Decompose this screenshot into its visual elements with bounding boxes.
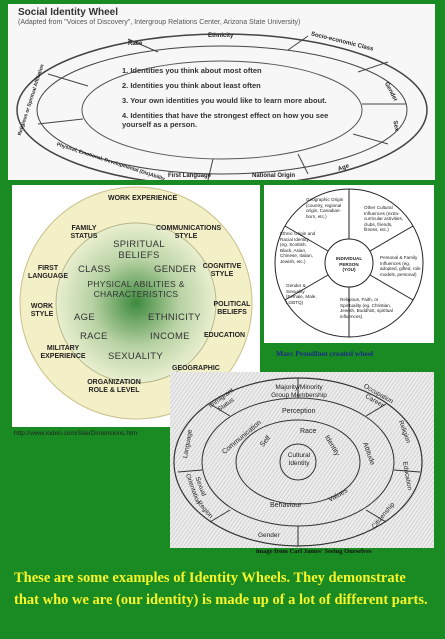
label-first-language: FIRST LANGUAGE	[27, 265, 69, 280]
inner-gender: GENDER	[154, 264, 197, 275]
segment-religion: Religious, Faith, or Spirituality (eg. C…	[340, 297, 393, 319]
carl-james-wheel-panel: Majority/Minority Group Membership Occup…	[170, 372, 434, 548]
outer-gender: Gender	[258, 532, 280, 539]
proudfoot-center: INDIVIDUAL PERSON (YOU)	[335, 256, 363, 273]
inner-race: RACE	[80, 331, 108, 342]
label-political-beliefs: POLITICAL BELIEFS	[213, 301, 251, 316]
outer-majority-minority: Majority/Minority Group Membership	[271, 384, 327, 399]
segment-ethnic-origin: Ethnic Origin and Racial Identity (eg. S…	[280, 231, 316, 264]
identity-prompt: 3. Your own identities you would like to…	[122, 96, 327, 105]
label-education: EDUCATION	[204, 332, 246, 339]
label-organization-role: ORGANIZATION ROLE & LEVEL	[87, 379, 141, 394]
ring-label-sex: Sex	[391, 120, 400, 132]
center-cultural-identity: Cultural Identity	[287, 452, 311, 467]
label-military-experience: MILITARY EXPERIENCE	[40, 345, 86, 360]
segment-gender-sexuality: Gender & Sexuality (Female, Male, LGBTQ)	[286, 283, 317, 305]
proudfoot-caption: Marc Proudfoot created wheel	[276, 349, 374, 358]
ring-label-ethnicity: Ethnicity	[208, 33, 234, 39]
loden-wheel-graphic	[19, 186, 253, 420]
social-identity-wheel-panel: Social Identity Wheel (Adapted from "Voi…	[8, 4, 435, 180]
identity-prompts-list: 1. Identities you think about most often…	[122, 66, 352, 135]
middle-race: Race	[300, 428, 317, 435]
inner-age: AGE	[74, 312, 95, 323]
inner-physical-abilities: PHYSICAL ABILITIES & CHARACTERISTICS	[87, 279, 185, 299]
middle-behaviour: Behaviour	[270, 502, 302, 509]
inner-class: CLASS	[78, 264, 111, 275]
social-identity-wheel-graphic	[16, 33, 428, 180]
loden-dimensions-wheel-panel: WORK EXPERIENCE FAMILY STATUS COMMUNICAT…	[12, 185, 260, 427]
segment-personal-family: Personal & Family Influences (eg. adopte…	[380, 255, 421, 277]
carl-james-wheel-graphic	[170, 372, 434, 548]
inner-sexuality: SEXUALITY	[108, 351, 163, 362]
label-geographic: GEOGRAPHIC	[172, 365, 220, 372]
identity-prompt: 2. Identities you think about least ofte…	[122, 81, 261, 90]
inner-income: INCOME	[150, 331, 190, 342]
wheel-title: Social Identity Wheel	[18, 7, 119, 18]
ring-label-national-origin: National Origin	[252, 173, 296, 179]
middle-perception: Perception	[282, 408, 316, 415]
label-communications-style: COMMUNICATIONS STYLE	[156, 225, 222, 240]
ring-label-first-language: First Language	[168, 173, 212, 179]
label-family-status: FAMILY STATUS	[70, 225, 98, 240]
segment-other-cultural: Other Cultural Influences (extra-curricu…	[364, 205, 404, 233]
inner-spiritual-beliefs: SPIRITUAL BELIEFS	[113, 239, 165, 261]
proudfoot-wheel-panel: INDIVIDUAL PERSON (YOU) Geographic Origi…	[264, 185, 434, 343]
label-work-experience: WORK EXPERIENCE	[108, 195, 178, 202]
label-work-style: WORK STYLE	[30, 303, 54, 318]
wheel-subtitle: (Adapted from "Voices of Discovery", Int…	[18, 19, 301, 26]
inner-ethnicity: ETHNICITY	[148, 312, 201, 323]
identity-prompt: 4. Identities that have the strongest ef…	[122, 111, 329, 129]
carl-james-caption: image from Carl James' Seeing Ourselves	[256, 548, 372, 555]
identity-prompt: 1. Identities you think about most often	[122, 66, 262, 75]
loden-url: http://www.loden.com/Site/Dimensions.htm	[14, 430, 138, 437]
proudfoot-wheel-graphic	[274, 188, 424, 338]
label-cognitive-style: COGNITIVE STYLE	[202, 263, 242, 278]
description-text: These are some examples of Identity Whee…	[14, 570, 428, 608]
segment-geographic-origin: Geographic Origin (country, regional ori…	[306, 197, 344, 219]
ring-label-race: Race	[128, 41, 143, 47]
